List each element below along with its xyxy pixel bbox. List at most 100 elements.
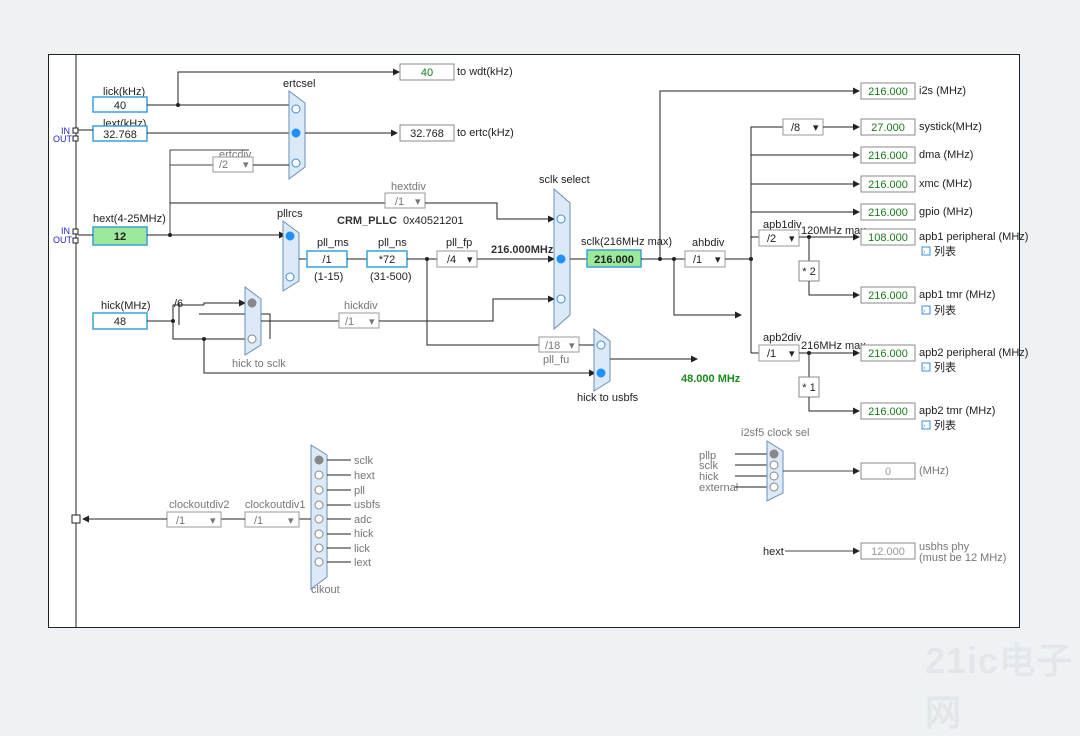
lext-out-port[interactable] (72, 135, 79, 142)
usbfs-opt-hick[interactable] (596, 368, 606, 378)
apb2-tmr-output (860, 402, 916, 420)
apb1-tmr-list-link[interactable]: 列表 (934, 303, 956, 317)
sclk-opt-pll[interactable] (556, 254, 566, 264)
lext-in-port[interactable] (72, 127, 79, 134)
clkout-opt-pll[interactable] (314, 485, 324, 495)
ertc-output (399, 124, 455, 142)
usbhs-note: (must be 12 MHz) (919, 552, 1006, 564)
lext-out-label: OUT (53, 134, 73, 144)
ertcsel-opt-lick[interactable] (291, 104, 301, 114)
pll-fp-label: pll_fp (446, 237, 472, 249)
clkout-opt-usbfs[interactable] (314, 500, 324, 510)
clkout-opt-pll-label: pll (354, 485, 365, 497)
pll-fp-value: /4 (447, 254, 456, 266)
clkout-label: clkout (311, 584, 340, 596)
hick-value: 48 (114, 316, 126, 328)
chevron-down-icon: ▾ (288, 515, 294, 527)
i2sf5-opt-pllp-label: pllp (699, 450, 716, 462)
pll-ms-range: (1-15) (314, 271, 343, 283)
clkout-port[interactable] (71, 514, 81, 524)
i2sf5-opt-external-label: external (699, 482, 738, 494)
hext-out-port[interactable] (72, 237, 79, 244)
clkout-opt-hick[interactable] (314, 529, 324, 539)
i2sf5-opt-external[interactable] (769, 482, 779, 492)
hext-value: 12 (114, 231, 126, 243)
apb2-peripheral-label: apb2 peripheral (MHz) (919, 347, 1028, 359)
apb1div-select[interactable] (758, 229, 800, 247)
pll-ns-label: pll_ns (378, 237, 407, 249)
hick-sclk-opt-48[interactable] (247, 298, 257, 308)
ertcsel-opt-hext[interactable] (291, 158, 301, 168)
sclk-value: 216.000 (594, 254, 634, 266)
clockoutdiv2-value: /1 (176, 515, 185, 527)
i2sf5-opt-hick[interactable] (769, 471, 779, 481)
sclk-opt-hext[interactable] (556, 214, 566, 224)
hext-label: hext(4-25MHz) (93, 213, 166, 225)
expand-icon[interactable] (921, 420, 931, 430)
i2sf5-opt-sclk[interactable] (769, 460, 779, 470)
expand-icon[interactable] (921, 362, 931, 372)
apb1-max-label: 120MHz max (801, 225, 866, 237)
wdt-value: 40 (421, 67, 433, 79)
hick-sclk-mux[interactable] (244, 286, 262, 356)
clkout-opt-usbfs-label: usbfs (354, 499, 381, 511)
apb1div-label: apb1div (763, 219, 802, 231)
chevron-down-icon: ▾ (467, 254, 473, 266)
usbhs-output (860, 542, 916, 560)
dma-label: dma (MHz) (919, 149, 973, 161)
expand-icon[interactable] (921, 305, 931, 315)
ertcsel-opt-lext[interactable] (291, 128, 301, 138)
chevron-down-icon: ▾ (369, 316, 375, 328)
dma-output (860, 146, 916, 164)
apb1div-value: /2 (767, 233, 776, 245)
pll-fu-label: pll_fu (543, 354, 569, 366)
pllrcs-opt-hext[interactable] (285, 231, 295, 241)
lick-value: 40 (114, 100, 126, 112)
gpio-output (860, 203, 916, 221)
hextdiv-label: hextdiv (391, 181, 426, 193)
apb2-peripheral-list-link[interactable]: 列表 (934, 360, 956, 374)
usbfs-mux[interactable] (593, 328, 611, 392)
ertc-label: to ertc(kHz) (457, 127, 514, 139)
usbhs-value: 12.000 (871, 546, 905, 558)
clkout-opt-hext[interactable] (314, 470, 324, 480)
hext-in-port[interactable] (72, 228, 79, 235)
expand-icon[interactable] (921, 246, 931, 256)
apb1-peripheral-label: apb1 peripheral (MHz) (919, 231, 1028, 243)
i2sf5-opt-pllp[interactable] (769, 449, 779, 459)
usbfs-opt-pll[interactable] (596, 340, 606, 350)
gpio-label: gpio (MHz) (919, 206, 973, 218)
clkout-opt-sclk[interactable] (314, 455, 324, 465)
svg-text:›: › (923, 365, 926, 372)
i2sf5-label: i2sf5 clock sel (741, 427, 809, 439)
pllrcs-opt-hick[interactable] (285, 272, 295, 282)
clkout-opt-adc-label: adc (354, 514, 372, 526)
apb2div-label: apb2div (763, 332, 802, 344)
clkout-opt-lick[interactable] (314, 543, 324, 553)
clkout-opt-lext-label: lext (354, 557, 371, 569)
sclk-select-label: sclk select (539, 174, 590, 186)
hext-input[interactable] (92, 226, 148, 246)
hextdiv-select[interactable] (384, 192, 426, 209)
chevron-down-icon: ▾ (210, 515, 216, 527)
sclk-opt-hick[interactable] (556, 294, 566, 304)
i2s-output (860, 82, 916, 100)
hick-sclk-opt-8[interactable] (247, 334, 257, 344)
svg-text:›: › (923, 249, 926, 256)
i2sf5-opt-hick-label: hick (699, 471, 719, 483)
clkout-opt-hick-label: hick (354, 528, 374, 540)
i2s-label: i2s (MHz) (919, 85, 966, 97)
chevron-down-icon: ▾ (715, 254, 721, 266)
chevron-down-icon: ▾ (243, 159, 249, 171)
apb1-peripheral-list-link[interactable]: 列表 (934, 244, 956, 258)
apb1-tmr-output (860, 286, 916, 304)
svg-text:›: › (923, 308, 926, 315)
clkout-opt-adc[interactable] (314, 514, 324, 524)
clock-tree-diagram: lick(kHz) 40 lext(kHz) 32.768 IN OUT hex… (53, 55, 1028, 627)
apb2-tmr-list-link[interactable]: 列表 (934, 418, 956, 432)
clkout-opt-lick-label: lick (354, 543, 370, 555)
hick-label: hick(MHz) (101, 300, 151, 312)
apb2-tmr-value: 216.000 (868, 406, 908, 418)
clkout-opt-lext[interactable] (314, 557, 324, 567)
svg-text:›: › (923, 423, 926, 430)
